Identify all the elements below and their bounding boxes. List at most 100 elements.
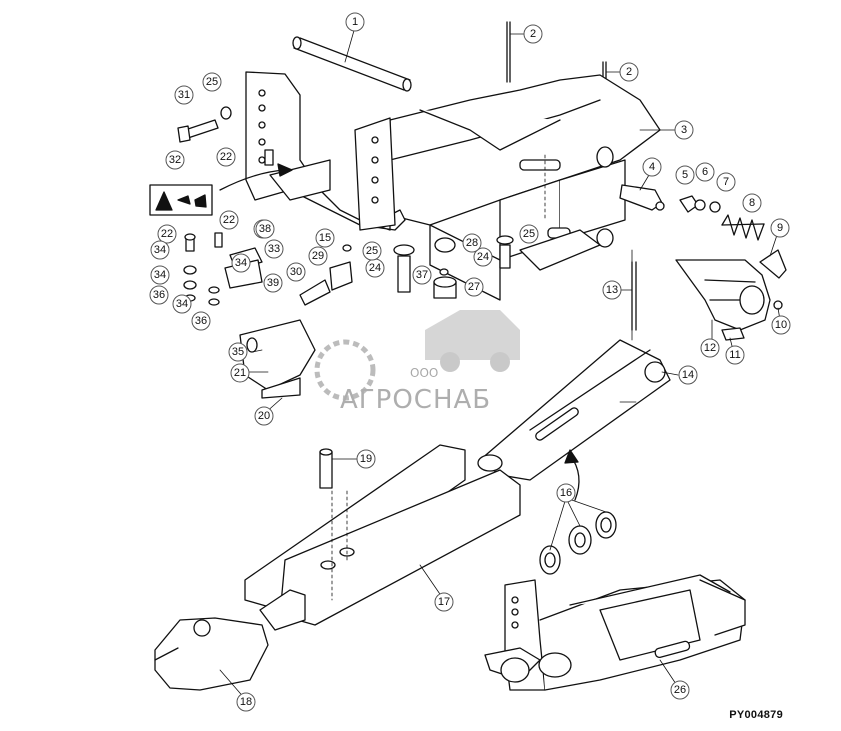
callout-34: 34 bbox=[150, 240, 170, 260]
callout-36: 36 bbox=[191, 311, 211, 331]
callout-13: 13 bbox=[602, 280, 622, 300]
callout-number: 4 bbox=[649, 161, 655, 173]
callout-26: 26 bbox=[670, 680, 690, 700]
hook-housing-part bbox=[675, 249, 787, 341]
callout-number: 31 bbox=[178, 89, 190, 101]
warning-label-part bbox=[149, 184, 213, 216]
callout-number: 33 bbox=[268, 243, 280, 255]
callout-11: 11 bbox=[725, 345, 745, 365]
callout-37: 37 bbox=[412, 265, 432, 285]
callout-22: 22 bbox=[216, 147, 236, 167]
callout-number: 5 bbox=[682, 169, 688, 181]
callout-number: 6 bbox=[702, 166, 708, 178]
callout-number: 22 bbox=[161, 228, 173, 240]
main-frame-part bbox=[389, 74, 661, 301]
callout-number: 39 bbox=[267, 277, 279, 289]
callout-number: 24 bbox=[369, 262, 381, 274]
callout-35: 35 bbox=[228, 342, 248, 362]
callout-16: 16 bbox=[556, 483, 576, 503]
callout-28: 28 bbox=[462, 233, 482, 253]
callout-number: 24 bbox=[477, 251, 489, 263]
assembly-arrow bbox=[564, 449, 580, 501]
callout-24: 24 bbox=[365, 258, 385, 278]
watermark-name: АГРОСНАБ bbox=[340, 385, 491, 415]
callout-number: 3 bbox=[681, 124, 687, 136]
bushing-set-part bbox=[539, 511, 617, 575]
callout-10: 10 bbox=[771, 315, 791, 335]
callout-19: 19 bbox=[356, 449, 376, 469]
callout-38: 38 bbox=[255, 219, 275, 239]
callout-number: 37 bbox=[416, 269, 428, 281]
callout-number: 9 bbox=[777, 222, 783, 234]
callout-25: 25 bbox=[202, 72, 222, 92]
callout-21: 21 bbox=[230, 363, 250, 383]
callout-number: 19 bbox=[360, 453, 372, 465]
callout-14: 14 bbox=[678, 365, 698, 385]
callout-number: 38 bbox=[259, 223, 271, 235]
callout-22: 22 bbox=[219, 210, 239, 230]
callout-number: 25 bbox=[523, 228, 535, 240]
guide-plate-part bbox=[239, 319, 316, 399]
bolt-part bbox=[177, 106, 232, 143]
callout-number: 2 bbox=[530, 28, 536, 40]
callout-27: 27 bbox=[464, 277, 484, 297]
callout-number: 30 bbox=[290, 266, 302, 278]
drawbar-pin-part bbox=[319, 448, 333, 489]
callout-34: 34 bbox=[231, 253, 251, 273]
callout-6: 6 bbox=[695, 162, 715, 182]
callout-number: 12 bbox=[704, 342, 716, 354]
callout-number: 16 bbox=[560, 487, 572, 499]
callout-number: 26 bbox=[674, 684, 686, 696]
callout-number: 7 bbox=[723, 176, 729, 188]
callout-number: 28 bbox=[466, 237, 478, 249]
callout-2: 2 bbox=[619, 62, 639, 82]
callout-number: 11 bbox=[729, 349, 740, 361]
callout-30: 30 bbox=[286, 262, 306, 282]
label-arrow bbox=[219, 163, 293, 191]
hook-part bbox=[154, 617, 269, 691]
drawbar-part bbox=[244, 444, 521, 631]
callout-34: 34 bbox=[172, 294, 192, 314]
watermark-prefix: ООО bbox=[410, 366, 438, 380]
callout-2: 2 bbox=[523, 24, 543, 44]
pull-rod-part bbox=[631, 261, 637, 331]
callout-18: 18 bbox=[236, 692, 256, 712]
callout-number: 18 bbox=[240, 696, 252, 708]
callout-20: 20 bbox=[254, 406, 274, 426]
callout-8: 8 bbox=[742, 193, 762, 213]
callout-number: 17 bbox=[438, 596, 450, 608]
rod-part bbox=[292, 36, 412, 92]
callout-17: 17 bbox=[434, 592, 454, 612]
callout-number: 36 bbox=[153, 289, 165, 301]
callout-24: 24 bbox=[473, 247, 493, 267]
callout-36: 36 bbox=[149, 285, 169, 305]
callout-number: 15 bbox=[319, 232, 331, 244]
callout-number: 29 bbox=[312, 250, 324, 262]
callout-number: 36 bbox=[195, 315, 207, 327]
figure-code: PY004879 bbox=[729, 709, 783, 721]
callout-32: 32 bbox=[165, 150, 185, 170]
callout-number: 25 bbox=[206, 76, 218, 88]
callout-number: 10 bbox=[775, 319, 787, 331]
callout-34: 34 bbox=[150, 265, 170, 285]
callout-4: 4 bbox=[642, 157, 662, 177]
callout-number: 13 bbox=[606, 284, 618, 296]
callout-31: 31 bbox=[174, 85, 194, 105]
callout-number: 22 bbox=[220, 151, 232, 163]
callout-number: 34 bbox=[235, 257, 247, 269]
callout-33: 33 bbox=[264, 239, 284, 259]
callout-1: 1 bbox=[345, 12, 365, 32]
callout-3: 3 bbox=[674, 120, 694, 140]
callout-5: 5 bbox=[675, 165, 695, 185]
callout-25: 25 bbox=[362, 241, 382, 261]
callout-number: 1 bbox=[352, 16, 358, 28]
callout-12: 12 bbox=[700, 338, 720, 358]
callout-7: 7 bbox=[716, 172, 736, 192]
callout-25: 25 bbox=[519, 224, 539, 244]
callout-15: 15 bbox=[315, 228, 335, 248]
callout-number: 14 bbox=[682, 369, 694, 381]
watermark: ООО АГРОСНАБ bbox=[314, 310, 520, 415]
assembly-inset-part bbox=[484, 574, 746, 691]
callout-number: 34 bbox=[154, 244, 166, 256]
